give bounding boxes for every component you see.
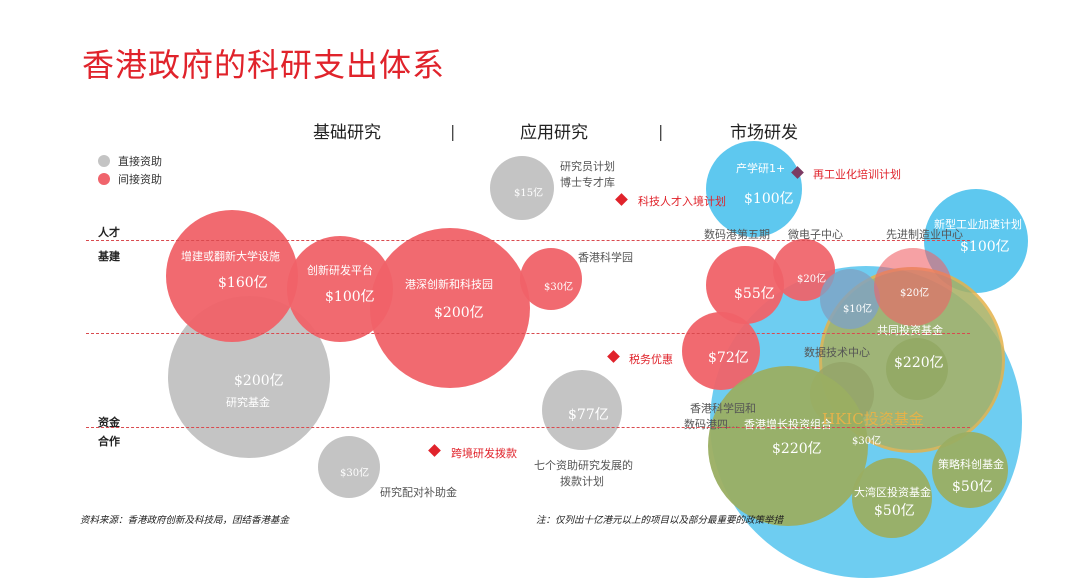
row-label-infrastructure: 基建	[98, 250, 120, 263]
bubble-hk-sz-park-200	[370, 228, 530, 388]
legend-item-direct: 直接资助	[98, 152, 162, 170]
bubble-label: 研究基金	[226, 396, 270, 409]
label-science-park: 香港科学园	[578, 251, 633, 264]
label-researcher-programme: 研究员计划	[560, 160, 615, 173]
bubble-value: $20亿	[900, 288, 930, 299]
bubble-science-park-30	[520, 248, 582, 310]
bubble-label: 香港增长投资组合	[744, 418, 832, 431]
footer-source: 资料来源：香港政府创新及科技局，团结香港基金	[80, 515, 290, 526]
column-market-rd: 市场研发	[730, 123, 798, 143]
bubble-label: 创新研发平台	[307, 264, 373, 277]
legend-label: 间接资助	[118, 173, 162, 186]
bubble-label: 增建或翻新大学设施	[181, 250, 280, 263]
page-title: 香港政府的科研支出体系	[82, 46, 446, 84]
policy-diamond-icon	[615, 193, 628, 206]
bubble-industry-100	[706, 141, 802, 237]
row-label-cooperation: 合作	[98, 435, 120, 448]
legend-item-indirect: 间接资助	[98, 170, 162, 188]
row-divider	[86, 333, 970, 334]
row-label-talent: 人才	[98, 226, 120, 239]
bubble-value: $200亿	[434, 305, 484, 321]
bubble-value: $50亿	[874, 503, 915, 519]
policy-diamond-icon	[428, 444, 441, 457]
bubble-value: $15亿	[514, 188, 544, 199]
bubble-value: $100亿	[960, 239, 1010, 255]
bubble-label: 新型工业加速计划	[934, 218, 1022, 231]
bubble-value: $220亿	[772, 441, 822, 457]
label-cyberport-5: 数码港第五期	[704, 228, 770, 241]
policy-talent-admission: 科技人才入境计划	[638, 195, 726, 208]
column-basic-research: 基础研究	[313, 123, 381, 143]
label-cyberport-4: 数码港四...	[684, 418, 739, 431]
legend-swatch	[98, 155, 110, 167]
bubble-value: $72亿	[708, 350, 749, 366]
label-phd-pool: 博士专才库	[560, 176, 615, 189]
label-adv-manufacturing: 先进制造业中心	[886, 228, 963, 241]
policy-reindustrialisation-training: 再工业化培训计划	[813, 168, 901, 181]
bubble-university-160	[166, 210, 298, 342]
bubble-label: 共同投资基金	[877, 324, 943, 337]
label-hksp-and: 香港科学园和	[690, 402, 756, 415]
row-divider	[86, 240, 970, 241]
bubble-value: $100亿	[744, 191, 794, 207]
bubble-value: $160亿	[218, 275, 268, 291]
bubble-value: $220亿	[894, 355, 944, 371]
bubble-value: $50亿	[952, 479, 993, 495]
policy-cross-border-grant: 跨境研发拨款	[451, 447, 517, 460]
bubble-label: 大湾区投资基金	[854, 486, 931, 499]
bubble-value: $30亿	[544, 282, 574, 293]
bubble-adv-20	[874, 248, 952, 326]
bubble-value: $200亿	[234, 373, 284, 389]
label-data-centre: 数据技术中心	[804, 346, 870, 359]
legend-swatch	[98, 173, 110, 185]
footer-note: 注：仅列出十亿港元以上的项目以及部分最重要的政策举措	[536, 515, 784, 526]
bubble-value: $100亿	[325, 289, 375, 305]
label-matching-grant: 研究配对补助金	[380, 486, 457, 499]
bubble-cyberport-55	[706, 246, 784, 324]
bubble-label: 策略科创基金	[938, 458, 1004, 471]
bubble-value: $30亿	[852, 436, 882, 447]
legend-label: 直接资助	[118, 155, 162, 168]
bubble-value: $20亿	[797, 274, 827, 285]
label-grant-schemes: 拨款计划	[560, 475, 604, 488]
bubble-adv-manu-10	[820, 269, 880, 329]
bubble-matching-30	[318, 436, 380, 498]
bubble-co-inner-220	[886, 338, 948, 400]
label-seven-grants: 七个资助研究发展的	[534, 459, 633, 472]
bubble-value: $10亿	[843, 304, 873, 315]
column-separator: |	[658, 122, 664, 141]
policy-diamond-icon	[607, 350, 620, 363]
bubble-value: $30亿	[340, 468, 370, 479]
column-applied-research: 应用研究	[520, 123, 588, 143]
bubble-value: $77亿	[568, 407, 609, 423]
label-microelectronics: 微电子中心	[788, 228, 843, 241]
bubble-researcher-15	[490, 156, 554, 220]
bubble-gba-fund-50	[852, 458, 932, 538]
bubble-label: 产学研1+	[736, 162, 786, 175]
bubble-label: 港深创新和科技园	[405, 278, 493, 291]
row-label-funding: 资金	[98, 416, 120, 429]
bubble-strategic-fund-50	[932, 432, 1008, 508]
legend: 直接资助 间接资助	[98, 152, 162, 188]
bubble-label: HKIC投资基金	[822, 410, 924, 428]
bubble-growth-portfolio-220	[708, 366, 868, 526]
bubble-value: $55亿	[734, 286, 775, 302]
column-separator: |	[450, 122, 456, 141]
bubble-seven-grants-77	[542, 370, 622, 450]
row-divider	[86, 427, 970, 428]
policy-tax-incentive: 税务优惠	[629, 353, 673, 366]
